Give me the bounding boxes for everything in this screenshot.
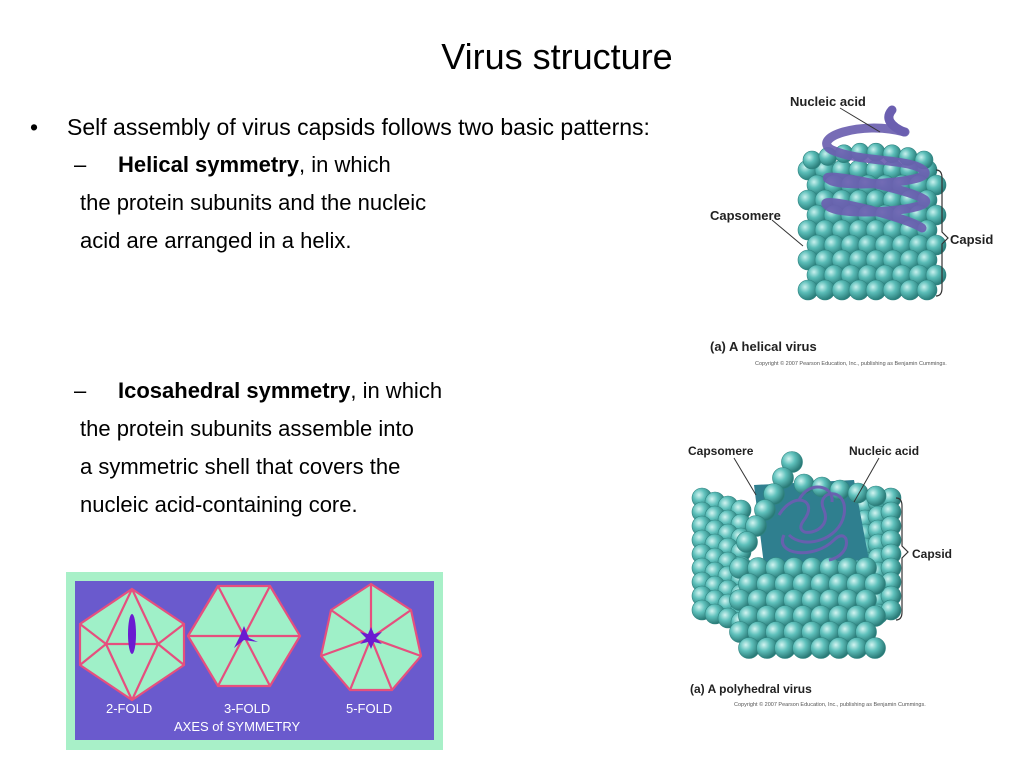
caption-text: A polyhedral virus — [708, 682, 813, 696]
helical-virus-figure: Nucleic acid Capsomere Capsid (a) A heli… — [700, 88, 1020, 373]
caption-text: A helical virus — [729, 339, 817, 354]
capsomere-sphere — [847, 482, 869, 504]
caption-tag: (a) — [710, 339, 726, 354]
label-capsomere: Capsomere — [688, 444, 754, 458]
axes-of-symmetry-figure: 2-FOLD 3-FOLD 5-FOLD AXES of SYMMETRY — [66, 572, 443, 750]
label-capsid: Capsid — [950, 232, 993, 247]
dash-marker: – — [74, 152, 87, 177]
capsomere-sphere — [802, 150, 822, 170]
label-nucleic-acid: Nucleic acid — [849, 444, 919, 458]
term-helical: Helical symmetry — [118, 152, 299, 177]
capsomere-sphere — [864, 637, 886, 659]
term-icosahedral: Icosahedral symmetry — [118, 378, 351, 403]
term-helical-after: , in which — [299, 152, 391, 177]
capsid-bracket-icon — [935, 169, 949, 297]
label-nucleic-acid: Nucleic acid — [790, 94, 866, 109]
nucleic-acid-coil-icon — [777, 485, 848, 562]
five-fold-axis-icon — [360, 627, 382, 649]
label-three-fold: 3-FOLD — [224, 701, 270, 716]
label-two-fold: 2-FOLD — [106, 701, 152, 716]
label-capsomere: Capsomere — [710, 208, 781, 223]
term-icosahedral-after: , in which — [350, 378, 443, 403]
copyright-text: Copyright © 2007 Pearson Education, Inc.… — [755, 360, 947, 367]
helical-line-1: the protein subunits and the nucleic — [80, 190, 427, 215]
polyhedral-virus-figure: Capsomere Nucleic acid Capsid (a) A poly… — [684, 440, 1004, 715]
icosa-line-2: a symmetric shell that covers the — [80, 454, 401, 479]
capsomere-sphere — [736, 531, 758, 553]
three-fold-axis-icon — [234, 626, 258, 648]
caption-tag: (a) — [690, 682, 705, 696]
icosa-line-1: the protein subunits assemble into — [80, 416, 414, 441]
helical-line-2: acid are arranged in a helix. — [80, 228, 352, 253]
axes-caption: AXES of SYMMETRY — [174, 719, 301, 734]
helix-strand-icon — [821, 123, 930, 233]
dash-marker: – — [74, 378, 87, 403]
label-capsid: Capsid — [912, 547, 952, 561]
two-fold-axis-icon — [128, 614, 136, 654]
capsomere-sphere — [916, 279, 938, 301]
bullet-text: Self assembly of virus capsids follows t… — [67, 114, 650, 140]
bullet-dot-icon: • — [30, 114, 39, 140]
svg-text:(a) A polyhedral virus: (a) A polyhedral virus — [690, 682, 812, 696]
capsid-bracket-icon — [895, 497, 909, 621]
capsomere-sphere — [865, 485, 887, 507]
svg-text:(a) A helical virus: (a) A helical virus — [710, 339, 817, 354]
slide-title: Virus structure — [441, 36, 673, 77]
icosa-line-3: nucleic acid-containing core. — [80, 492, 358, 517]
label-five-fold: 5-FOLD — [346, 701, 392, 716]
polyhedral-capsid — [691, 451, 902, 659]
copyright-text: Copyright © 2007 Pearson Education, Inc.… — [734, 701, 926, 708]
